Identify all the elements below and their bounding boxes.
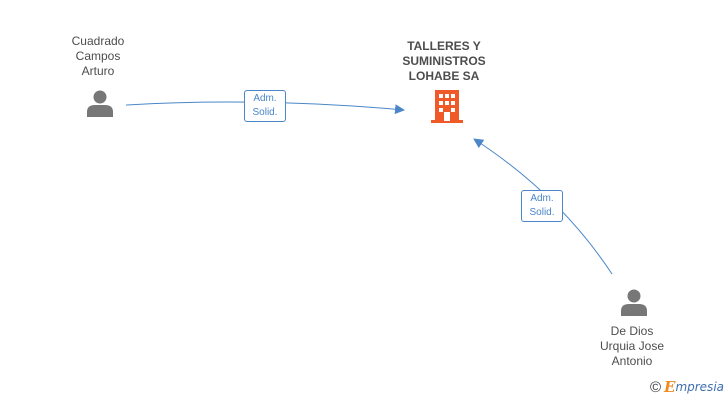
empresia-watermark: © E mpresia (650, 378, 724, 396)
relation-badge[interactable]: Adm. Solid. (521, 190, 563, 222)
brand-name: mpresia (675, 380, 724, 394)
building-icon[interactable] (431, 90, 463, 123)
relation-badge[interactable]: Adm. Solid. (244, 90, 286, 122)
copyright-icon: © (649, 378, 661, 396)
person-icon[interactable] (621, 289, 647, 317)
person-icon[interactable] (87, 90, 113, 118)
person-name-arturo[interactable]: Cuadrado Campos Arturo (71, 34, 125, 78)
company-name[interactable]: TALLERES Y SUMINISTROS LOHABE SA (402, 39, 486, 83)
person-name-jose[interactable]: De Dios Urquia Jose Antonio (599, 324, 665, 368)
brand-initial: E (664, 378, 676, 396)
